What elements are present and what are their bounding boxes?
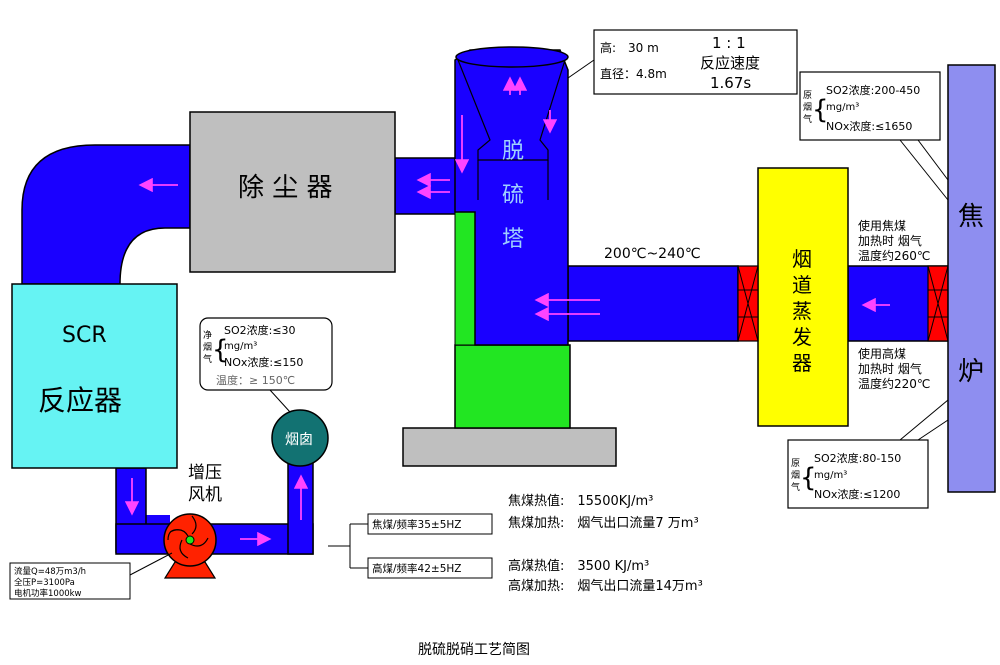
chimney-label: 烟囱 (285, 432, 313, 448)
raw-top-so2: SO2浓度:200-450 (826, 83, 920, 97)
tower-speed-label: 反应速度 (700, 54, 760, 72)
blast-heating-2: 加热时 烟气 (858, 361, 922, 376)
raw-bottom-tag-1: 原 (791, 458, 800, 469)
fan-spec-1: 流量Q=48万m3/h (14, 566, 86, 577)
blast-heating-1: 使用高煤 (858, 346, 906, 361)
flue-temp-label: 200℃~240℃ (604, 246, 701, 262)
fan-spec-3: 电机功率1000kw (14, 588, 82, 599)
raw-top-tag-1: 原 (803, 90, 812, 101)
coke-heating-1: 使用焦煤 (858, 218, 906, 233)
tower-speed-value: 1.67s (710, 74, 751, 92)
evaporator-label-3: 蒸 (792, 299, 812, 323)
duct-tower-to-evaporator (567, 265, 739, 342)
fan-label-1: 增压 (188, 463, 222, 483)
furnace-label-1: 焦 (958, 202, 984, 232)
raw-bottom-tag-3: 气 (791, 481, 800, 493)
freq-blast: 高煤/频率42±5HZ (372, 562, 461, 575)
fan-label-2: 风机 (188, 485, 222, 505)
clean-gas-so2: SO2浓度:≤30 (224, 323, 296, 337)
svg-text:{: { (812, 95, 829, 125)
evaporator-label-5: 器 (792, 351, 812, 375)
svg-text:{: { (212, 335, 229, 365)
raw-bottom-unit: mg/m³ (814, 470, 847, 481)
tower-side-green (454, 211, 476, 346)
clean-gas-tag-2: 烟 (203, 341, 212, 353)
raw-top-unit: mg/m³ (826, 102, 859, 113)
evaporator-label-2: 道 (792, 273, 812, 297)
clean-gas-tag-1: 净 (203, 329, 212, 341)
fan-spec-2: 全压P=3100Pa (14, 577, 75, 588)
tower-diameter: 直径：4.8m (600, 67, 667, 81)
raw-bottom-tag-2: 烟 (791, 469, 800, 481)
fuel-coke-flow: 焦煤加热: 烟气出口流量7 万m³ (508, 515, 699, 531)
booster-fan (163, 513, 217, 579)
furnace-label-2: 炉 (958, 357, 984, 387)
fuel-blast-flow: 高煤加热: 烟气出口流量14万m³ (508, 578, 703, 594)
dust-collector (189, 111, 396, 273)
raw-gas-bottom-box: 原 烟 气 { SO2浓度:80-150 mg/m³ NOx浓度:≤1200 (787, 399, 949, 509)
scr-label-line1: SCR (62, 323, 107, 348)
scr-reactor (11, 283, 178, 469)
clean-gas-tag-3: 气 (203, 353, 212, 365)
diagram-caption: 脱硫脱硝工艺简图 (418, 641, 530, 658)
damper-right (927, 265, 949, 342)
evaporator-label-4: 发 (792, 325, 812, 349)
tower-base (402, 427, 617, 467)
fan-spec-box: 流量Q=48万m3/h 全压P=3100Pa 电机功率1000kw (9, 562, 131, 600)
chimney (271, 409, 329, 467)
freq-coke-box (367, 513, 493, 535)
raw-top-tag-2: 烟 (803, 101, 812, 113)
clean-gas-nox: NOx浓度:≤150 (224, 355, 303, 369)
blast-heating-3: 温度约220℃ (858, 376, 930, 391)
tower-label-1: 脱 (502, 139, 524, 164)
coke-heating-3: 温度约260℃ (858, 248, 930, 263)
dust-collector-label: 除 尘 器 (238, 173, 333, 203)
tower-height: 高: 30 m (600, 40, 659, 55)
evaporator (757, 167, 849, 427)
tower-label-2: 硫 (502, 183, 524, 208)
flow-arrows (124, 76, 890, 547)
freq-blast-box (367, 557, 493, 579)
tower-lower-green (454, 344, 571, 429)
svg-text:{: { (800, 463, 817, 493)
tower-label-3: 塔 (502, 227, 524, 252)
coke-heating-2: 加热时 烟气 (858, 233, 922, 248)
tower-ratio: 1 : 1 (712, 34, 746, 52)
fuel-blast-value: 高煤热值: 3500 KJ/m³ (508, 558, 649, 574)
freq-branch (328, 523, 368, 569)
clean-gas-box: 净 烟 气 { SO2浓度:≤30 mg/m³ NOx浓度:≤150 温度：≥ … (199, 317, 333, 413)
freq-coke: 焦煤/频率35±5HZ (372, 518, 461, 531)
damper-left (737, 265, 759, 342)
raw-top-nox: NOx浓度:≤1650 (826, 119, 912, 133)
evaporator-label-1: 烟 (792, 247, 812, 271)
raw-top-tag-3: 气 (803, 113, 812, 125)
clean-gas-temp: 温度：≥ 150℃ (216, 373, 295, 387)
raw-gas-top-box: 原 烟 气 { SO2浓度:200-450 mg/m³ NOx浓度:≤1650 (799, 71, 949, 201)
raw-bottom-nox: NOx浓度:≤1200 (814, 487, 900, 501)
scr-label-line2: 反应器 (38, 384, 122, 417)
clean-gas-unit: mg/m³ (224, 341, 257, 352)
duct-scr-elbow (21, 144, 191, 285)
raw-bottom-so2: SO2浓度:80-150 (814, 451, 901, 465)
coke-furnace (947, 64, 996, 493)
tower-top (455, 46, 569, 68)
fuel-coke-value: 焦煤热值: 15500KJ/m³ (508, 493, 653, 509)
tower-info-box: 高: 30 m 直径：4.8m 1 : 1 反应速度 1.67s (567, 29, 798, 95)
